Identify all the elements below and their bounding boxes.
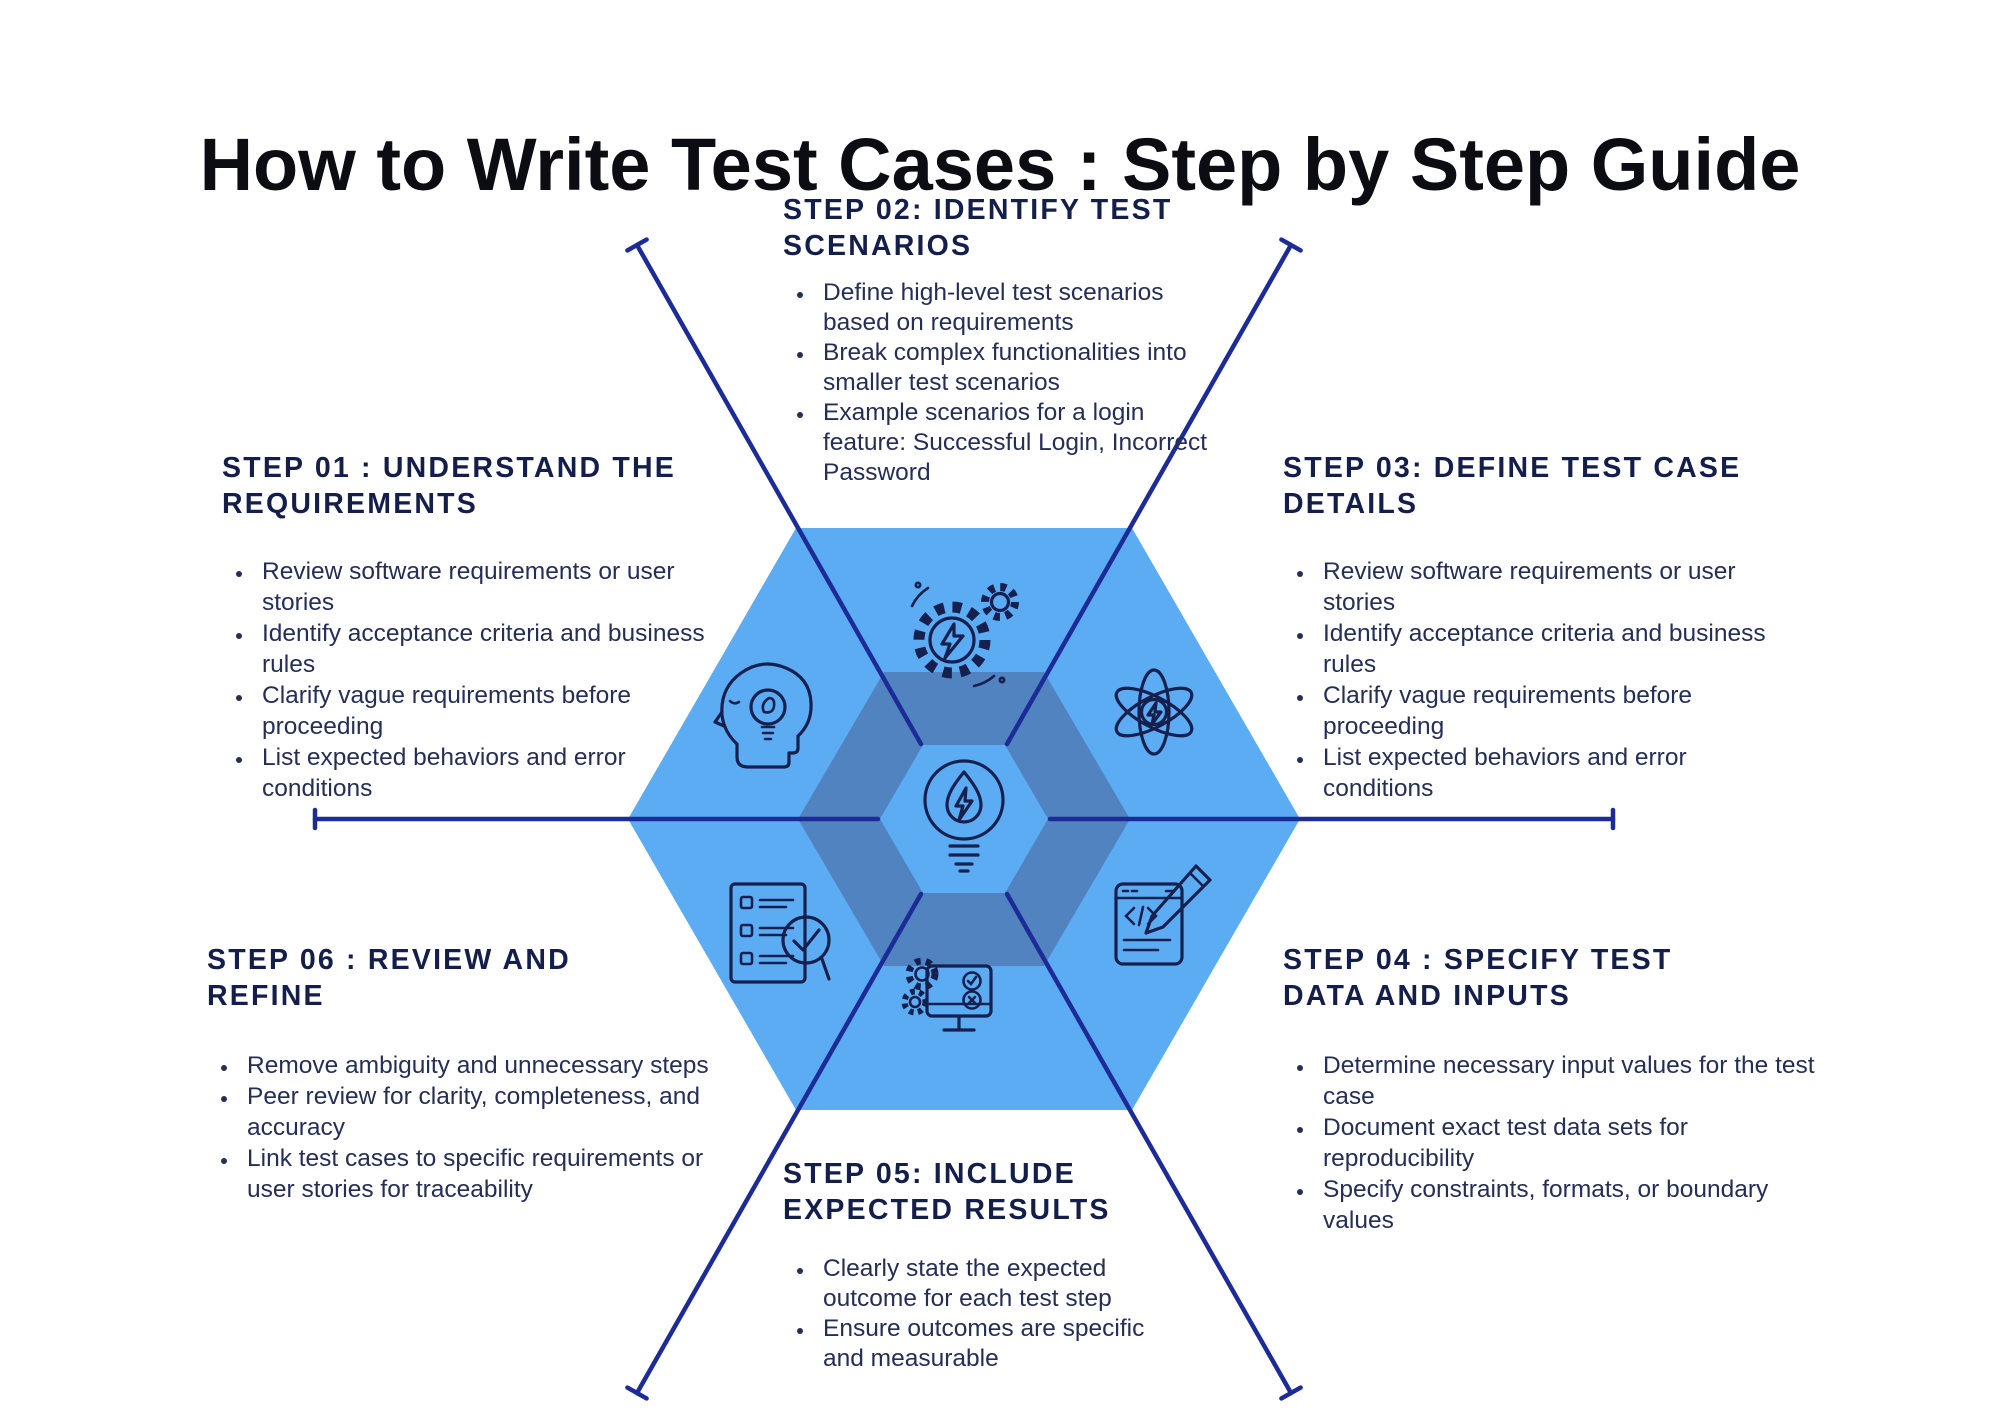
step-05-block: STEP 05: INCLUDE EXPECTED RESULTS Clearl… (783, 1156, 1183, 1374)
step-04-bullets: Determine necessary input values for the… (1283, 1050, 1818, 1236)
bullet-item: Review software requirements or user sto… (1315, 556, 1783, 618)
step-04-block: STEP 04 : SPECIFY TEST DATA AND INPUTS D… (1283, 942, 1818, 1236)
step-06-block: STEP 06 : REVIEW AND REFINE Remove ambig… (207, 942, 752, 1205)
bullet-item: Clarify vague requirements before procee… (1315, 680, 1783, 742)
bullet-item: Ensure outcomes are specific and measura… (815, 1314, 1183, 1374)
step-04-heading: STEP 04 : SPECIFY TEST DATA AND INPUTS (1283, 944, 1673, 1012)
bullet-item: Identify acceptance criteria and busines… (254, 618, 722, 680)
step-02-heading: STEP 02: IDENTIFY TEST SCENARIOS (783, 194, 1173, 262)
step-02-bullets: Define high-level test scenarios based o… (783, 278, 1228, 488)
head-lightbulb-icon (713, 662, 813, 769)
bullet-item: Example scenarios for a login feature: S… (815, 398, 1228, 488)
step-01-bullets: Review software requirements or user sto… (222, 556, 722, 804)
step-05-bullets: Clearly state the expected outcome for e… (783, 1254, 1183, 1374)
step-03-block: STEP 03: DEFINE TEST CASE DETAILS Review… (1283, 450, 1783, 804)
bullet-item: Clarify vague requirements before procee… (254, 680, 722, 742)
bullet-item: Determine necessary input values for the… (1315, 1050, 1818, 1112)
step-06-heading: STEP 06 : REVIEW AND REFINE (207, 944, 571, 1012)
gears-icon (910, 581, 1019, 688)
bullet-item: Review software requirements or user sto… (254, 556, 722, 618)
step-06-bullets: Remove ambiguity and unnecessary steps P… (207, 1050, 752, 1205)
page-title: How to Write Test Cases : Step by Step G… (199, 122, 1801, 206)
bullet-item: List expected behaviors and error condit… (1315, 742, 1783, 804)
step-01-heading: STEP 01 : UNDERSTAND THE REQUIREMENTS (222, 452, 676, 520)
step-05-heading: STEP 05: INCLUDE EXPECTED RESULTS (783, 1158, 1111, 1226)
step-01-block: STEP 01 : UNDERSTAND THE REQUIREMENTS Re… (222, 450, 722, 804)
bullet-item: Link test cases to specific requirements… (239, 1143, 752, 1205)
bullet-item: Break complex functionalities into small… (815, 338, 1228, 398)
code-editing-icon (1114, 864, 1212, 966)
monitor-settings-icon (901, 957, 993, 1032)
step-02-block: STEP 02: IDENTIFY TEST SCENARIOS Define … (783, 192, 1228, 488)
bullet-item: Specify constraints, formats, or boundar… (1315, 1174, 1818, 1236)
bullet-item: Peer review for clarity, completeness, a… (239, 1081, 752, 1143)
bullet-item: Clearly state the expected outcome for e… (815, 1254, 1183, 1314)
bullet-item: Identify acceptance criteria and busines… (1315, 618, 1783, 680)
spoke-lines (312, 237, 1616, 1401)
atom-icon (1114, 668, 1194, 756)
bullet-item: Document exact test data sets for reprod… (1315, 1112, 1818, 1174)
hexagon-ring (798, 672, 1130, 966)
lightbulb-bolt-icon (923, 759, 1005, 873)
checklist-magnifier-icon (729, 882, 831, 984)
bullet-item: List expected behaviors and error condit… (254, 742, 722, 804)
bullet-item: Define high-level test scenarios based o… (815, 278, 1228, 338)
step-03-bullets: Review software requirements or user sto… (1283, 556, 1783, 804)
bullet-item: Remove ambiguity and unnecessary steps (239, 1050, 752, 1081)
step-03-heading: STEP 03: DEFINE TEST CASE DETAILS (1283, 452, 1742, 520)
